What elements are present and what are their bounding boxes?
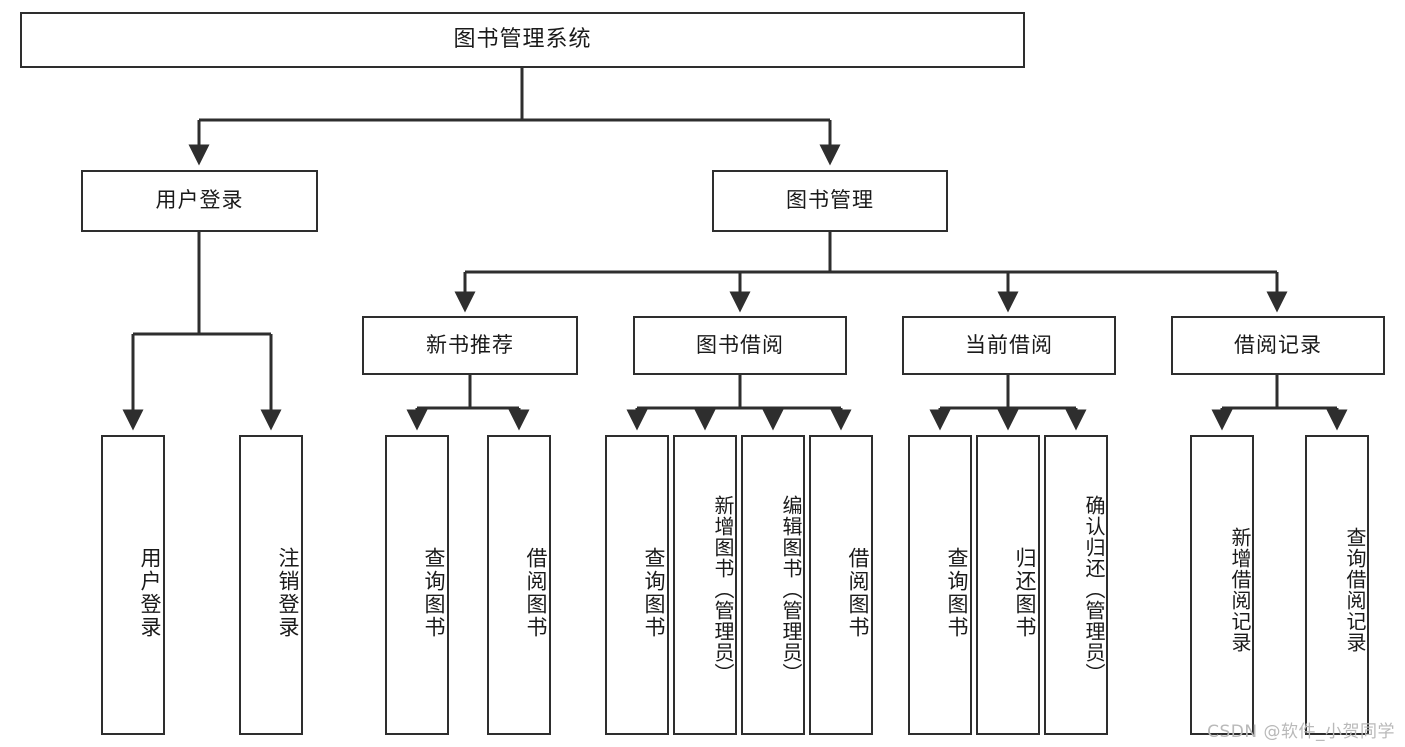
node-user-login[interactable]: 用户登录 [81, 170, 318, 232]
leaf-add-borrowing-record[interactable]: 新增借阅记录 [1190, 435, 1254, 735]
leaf-add-book-admin[interactable]: 新增图书（管理员） [673, 435, 737, 735]
leaf-return-book[interactable]: 归还图书 [976, 435, 1040, 735]
node-book-management[interactable]: 图书管理 [712, 170, 948, 232]
leaf-query-book-recommendation[interactable]: 查询图书 [385, 435, 449, 735]
leaf-confirm-return-admin[interactable]: 确认归还（管理员） [1044, 435, 1108, 735]
leaf-query-book-current[interactable]: 查询图书 [908, 435, 972, 735]
leaf-query-borrowing-record[interactable]: 查询借阅记录 [1305, 435, 1369, 735]
node-current-borrowing[interactable]: 当前借阅 [902, 316, 1116, 375]
leaf-edit-book-admin[interactable]: 编辑图书（管理员） [741, 435, 805, 735]
csdn-watermark: CSDN @软件_小贺同学 [1207, 722, 1395, 742]
leaf-borrow-book-recommendation[interactable]: 借阅图书 [487, 435, 551, 735]
leaf-query-book-borrowing[interactable]: 查询图书 [605, 435, 669, 735]
node-borrowing-record[interactable]: 借阅记录 [1171, 316, 1385, 375]
node-new-book-recommendation[interactable]: 新书推荐 [362, 316, 578, 375]
node-book-borrowing[interactable]: 图书借阅 [633, 316, 847, 375]
node-root-book-management-system[interactable]: 图书管理系统 [20, 12, 1025, 68]
leaf-user-login[interactable]: 用户登录 [101, 435, 165, 735]
leaf-borrow-book-borrowing[interactable]: 借阅图书 [809, 435, 873, 735]
leaf-logout-login[interactable]: 注销登录 [239, 435, 303, 735]
